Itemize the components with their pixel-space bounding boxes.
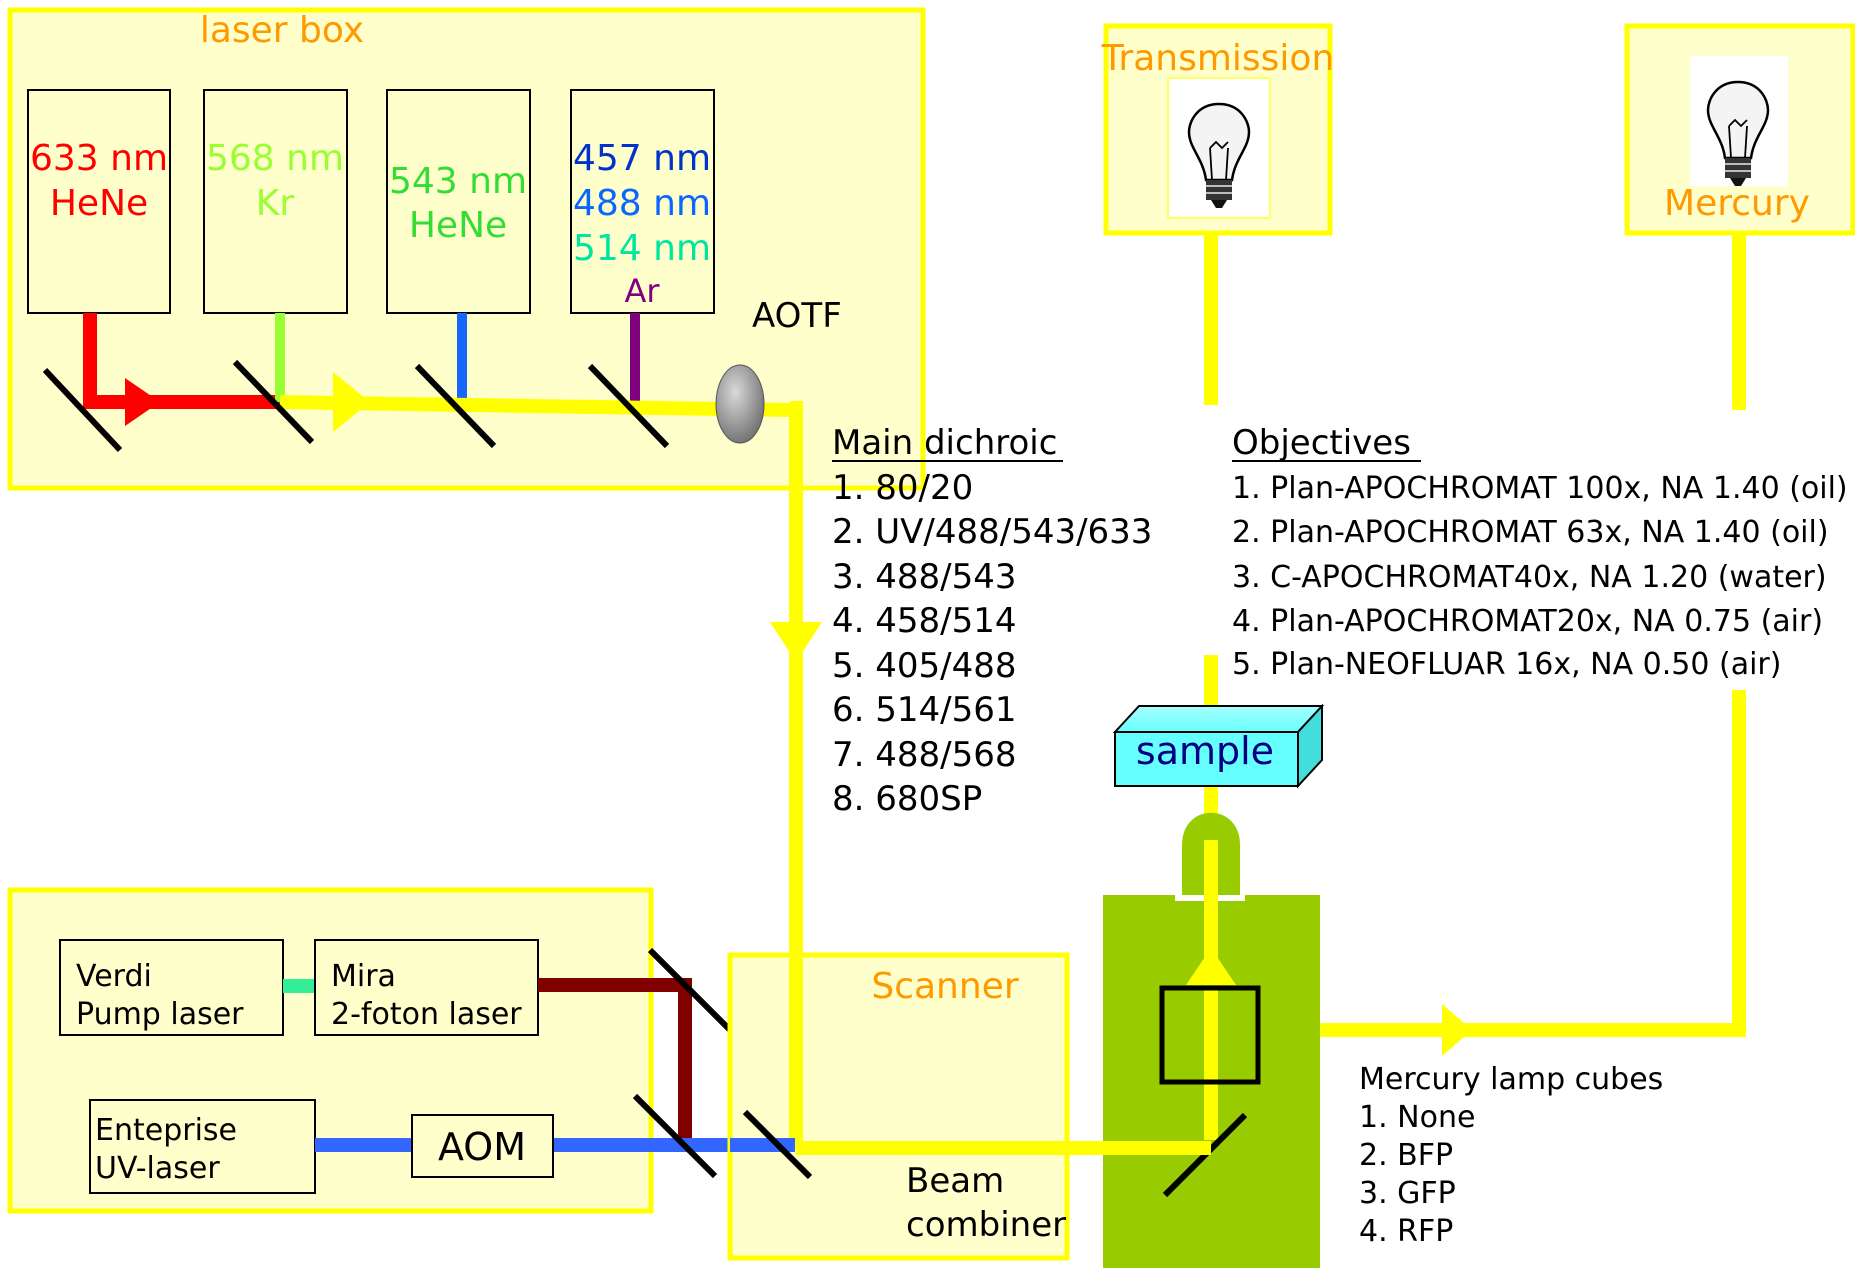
main-dichroic-item: 5. 405/488 <box>832 646 1017 686</box>
main-dichroic-item: 7. 488/568 <box>832 735 1017 775</box>
objectives-list: Objectives 1. Plan-APOCHROMAT 100x, NA 1… <box>1232 423 1848 682</box>
mercury-cubes-list: Mercury lamp cubes 1. None 2. BFP 3. GFP… <box>1359 1062 1663 1249</box>
lightbulb-icon <box>1706 80 1770 186</box>
objectives-item: 3. C-APOCHROMAT40x, NA 1.20 (water) <box>1232 560 1827 595</box>
filter-cube <box>1159 985 1261 1085</box>
laser-box-mirrors <box>42 359 670 453</box>
laser-568: 568 nm Kr <box>203 89 348 314</box>
laser-543-line: HeNe <box>409 205 507 246</box>
main-beam-arrow <box>770 622 822 662</box>
mira-label: Mira <box>331 959 396 994</box>
verdi-label: Verdi <box>76 959 152 994</box>
beam-combiner-label: Beam <box>906 1161 1004 1201</box>
enterprise-laser <box>89 1099 316 1194</box>
objectives-item: 4. Plan-APOCHROMAT20x, NA 0.75 (air) <box>1232 604 1823 639</box>
scanner-title: Scanner <box>871 966 1018 1007</box>
beam-combiner-mirror <box>742 1109 813 1180</box>
laser-543-line: 543 nm <box>389 161 527 202</box>
mercury-beam <box>1212 690 1746 1037</box>
microscope-beam-arrow <box>1186 948 1236 985</box>
sample-label: sample <box>1136 729 1274 773</box>
laser-633: 633 nm HeNe <box>27 89 171 314</box>
pulsed-mirror <box>647 947 733 1033</box>
beam-combiner-label: combiner <box>906 1205 1066 1245</box>
laser-633-line: HeNe <box>50 183 148 224</box>
laser-543: 543 nm HeNe <box>386 89 531 314</box>
laser-box-title: laser box <box>200 10 364 51</box>
red-beam-arrow <box>125 378 160 426</box>
verdi-label: Pump laser <box>76 997 244 1032</box>
microscope-body <box>1103 812 1320 1268</box>
laser-568-line: 568 nm <box>206 138 344 179</box>
laser-argon-line: 457 nm <box>573 138 711 179</box>
verdi-laser <box>59 939 284 1036</box>
laser-argon-line: 488 nm <box>573 183 711 224</box>
enterprise-label: UV-laser <box>95 1151 220 1186</box>
main-dichroic-item: 8. 680SP <box>832 779 982 819</box>
main-dichroic-list: Main dichroic 1. 80/20 2. UV/488/543/633… <box>832 423 1152 819</box>
objectives-item: 1. Plan-APOCHROMAT 100x, NA 1.40 (oil) <box>1232 471 1848 506</box>
mercury-cubes-item: 2. BFP <box>1359 1138 1453 1173</box>
mercury-cubes-item: 4. RFP <box>1359 1214 1453 1249</box>
main-dichroic-title: Main dichroic <box>832 423 1057 463</box>
main-dichroic-item: 1. 80/20 <box>832 468 973 508</box>
laser-568-line: Kr <box>256 183 295 224</box>
verdi-mira-link <box>283 979 315 993</box>
enterprise-label: Enteprise <box>95 1113 237 1148</box>
lightbulb-icon <box>1187 102 1251 208</box>
laser-argon-line: 514 nm <box>573 228 711 269</box>
aotf-crystal <box>715 364 765 444</box>
laser-argon: 457 nm 488 nm 514 nm Ar <box>570 89 715 314</box>
main-dichroic-item: 6. 514/561 <box>832 690 1017 730</box>
yellow-beam-arrow <box>333 372 370 432</box>
main-beam-vertical <box>789 401 803 1150</box>
laser-box-beams <box>83 313 791 432</box>
scanner-box <box>727 952 1070 1261</box>
mira-laser <box>314 939 539 1036</box>
objectives-item: 5. Plan-NEOFLUAR 16x, NA 0.50 (air) <box>1232 647 1781 682</box>
mercury-title: Mercury <box>1664 183 1810 224</box>
mercury-cubes-item: 1. None <box>1359 1100 1475 1135</box>
aom-box <box>411 1114 554 1178</box>
sample-block: sample <box>1112 703 1325 789</box>
aom-label: AOM <box>438 1125 526 1169</box>
transmission-title: Transmission <box>1101 38 1335 79</box>
laser-argon-line: Ar <box>624 272 660 310</box>
aotf-label: AOTF <box>752 296 842 336</box>
mercury-cubes-title: Mercury lamp cubes <box>1359 1062 1663 1097</box>
mercury-beam-arrow <box>1442 1004 1472 1056</box>
pulsed-mirror <box>632 1093 718 1179</box>
mira-label: 2-foton laser <box>331 997 522 1032</box>
main-dichroic-item: 4. 458/514 <box>832 601 1017 641</box>
laser-633-line: 633 nm <box>30 138 168 179</box>
main-dichroic-item: 3. 488/543 <box>832 557 1017 597</box>
mercury-cubes-item: 3. GFP <box>1359 1176 1456 1211</box>
main-dichroic-item: 2. UV/488/543/633 <box>832 512 1152 552</box>
objectives-title: Objectives <box>1232 423 1411 463</box>
objectives-item: 2. Plan-APOCHROMAT 63x, NA 1.40 (oil) <box>1232 515 1829 550</box>
